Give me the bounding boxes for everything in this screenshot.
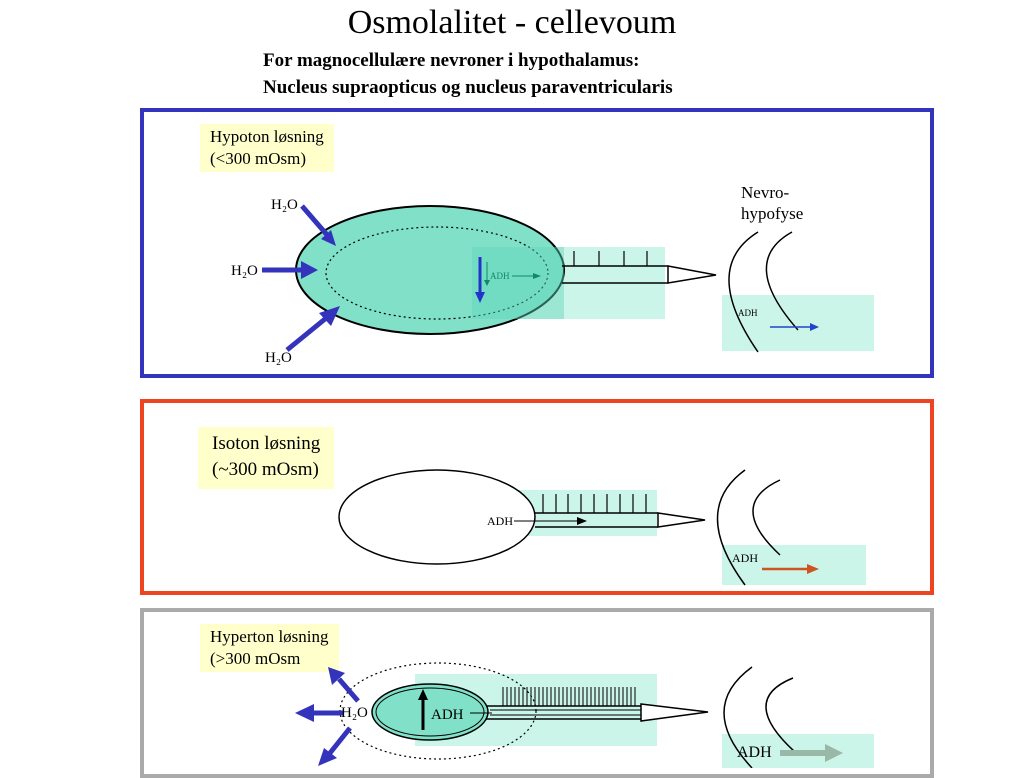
hypertonic-release-adh-label: ADH: [737, 744, 772, 761]
hypertonic-label-line-1: Hyperton løsning: [210, 627, 329, 646]
hypertonic-neurohypophysis-inner-arc: [765, 677, 796, 753]
neurohypophysis-label-line-1: Nevro-: [741, 183, 790, 202]
hypotonic-label: Hypoton løsning (<300 mOsm): [200, 124, 334, 172]
isotonic-neurohypophysis-outer-arc: [716, 469, 746, 586]
hypotonic-neurohypophysis-outer-arc: [728, 231, 759, 353]
water-label-middle: H₂O: [231, 263, 258, 279]
hypertonic-shrunken-cell: [371, 683, 489, 741]
water-efflux-arrow-middle: [295, 704, 314, 722]
water-influx-arrow-bottom: [319, 306, 340, 326]
water-efflux-arrow-top: [328, 667, 345, 685]
isotonic-label: Isoton løsning (~300 mOsm): [198, 427, 335, 489]
hypotonic-release-zone: [722, 295, 874, 351]
hypotonic-axon-arrowhead: [667, 265, 717, 284]
hypotonic-neurohypophysis-inner-arc: [765, 231, 799, 331]
hypertonic-label: Hyperton løsning (>300 mOsm: [200, 624, 339, 672]
isotonic-neurohypophysis-inner-arc: [752, 479, 781, 556]
neurohypophysis-label-line-2: hypofyse: [741, 204, 804, 223]
isotonic-release-arrow: [807, 564, 819, 574]
isotonic-label-line-2: (~300 mOsm): [212, 459, 319, 480]
isotonic-adh-label: ADH: [487, 514, 513, 528]
water-efflux-arrow-bottom: [318, 748, 337, 766]
isotonic-release-zone: [722, 545, 866, 585]
hypotonic-adh-label: ADH: [490, 271, 510, 281]
hypertonic-adh-label: ADH: [431, 707, 464, 723]
water-label-top: H₂O: [271, 197, 298, 213]
isotonic-panel: [140, 399, 934, 595]
subtitle-line-1: For magnocellulære nevroner i hypothalam…: [263, 50, 640, 71]
hypotonic-release-adh-label: ADH: [738, 308, 758, 318]
water-influx-arrow-top: [321, 230, 336, 246]
hypertonic-label-line-2: (>300 mOsm: [210, 649, 301, 668]
subtitle-line-2: Nucleus supraopticus og nucleus paravent…: [263, 77, 673, 98]
page-title: Osmolalitet - cellevoum: [347, 4, 677, 41]
hypertonic-adh-vesicle-ticks: [502, 687, 636, 706]
water-influx-arrow-middle: [301, 261, 318, 279]
isotonic-axon-arrowhead: [657, 512, 706, 528]
hypertonic-neurohypophysis-outer-arc: [723, 666, 753, 768]
water-label-bottom: H₂O: [265, 350, 292, 366]
hypertonic-water-label: H₂O: [341, 705, 368, 721]
isotonic-cell: [338, 469, 536, 565]
isotonic-adh-transport-arrow: [577, 517, 587, 525]
hypertonic-axon-arrowhead: [640, 703, 709, 722]
hypertonic-release-arrow: [825, 744, 843, 762]
isotonic-label-line-1: Isoton løsning: [212, 433, 321, 454]
hypotonic-original-cell-outline: [325, 226, 549, 320]
hypotonic-release-arrow: [810, 323, 819, 331]
hypotonic-panel: [140, 108, 934, 378]
hypotonic-label-line-2: (<300 mOsm): [210, 149, 306, 168]
neurohypophysis-label: Nevro- hypofyse: [741, 182, 803, 224]
hypotonic-label-line-1: Hypoton løsning: [210, 127, 324, 146]
isotonic-release-adh-label: ADH: [732, 551, 758, 565]
